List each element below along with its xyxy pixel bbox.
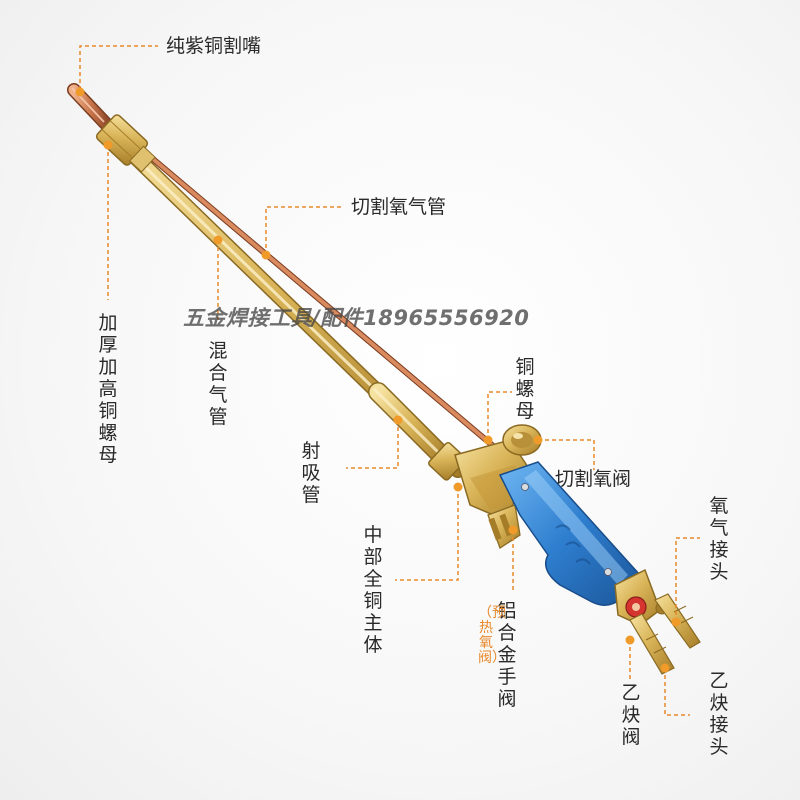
leader-lines: [79, 45, 700, 716]
label-injector-pipe: 射吸管: [301, 440, 321, 506]
label-acetylene-valve: 乙炔阀: [621, 682, 641, 748]
label-cutting-oxygen-pipe: 切割氧气管: [351, 196, 447, 218]
label-acetylene-joint: 乙炔接头: [709, 670, 729, 758]
label-copper-nut: 铜螺母: [515, 356, 535, 422]
label-mix-pipe: 混合气管: [208, 340, 228, 428]
label-cutting-oxygen-valve: 切割氧阀: [555, 468, 632, 490]
rear-brass-block: [614, 568, 669, 626]
callout-dots: [75, 87, 681, 673]
thick-copper-nut: [95, 114, 156, 173]
label-thick-nut: 加厚加高铜螺母: [98, 312, 118, 466]
injector-pipe: [368, 382, 458, 472]
label-oxygen-joint: 氧气接头: [709, 495, 729, 583]
cutting-oxygen-pipe: [137, 145, 495, 448]
label-tip: 纯紫铜割嘴: [166, 35, 262, 57]
cutting-oxygen-valve-knob: [502, 424, 542, 456]
body-nut: [428, 441, 467, 481]
watermark-text: 五金焊接工具/配件18965556920: [183, 306, 530, 330]
label-handle-valve: 铝合金手阀: [497, 600, 517, 710]
label-handle-valve-note: （预热氧阀）: [478, 605, 506, 666]
label-body: 中部全铜主体: [363, 524, 383, 656]
acetylene-joint: [629, 613, 675, 675]
